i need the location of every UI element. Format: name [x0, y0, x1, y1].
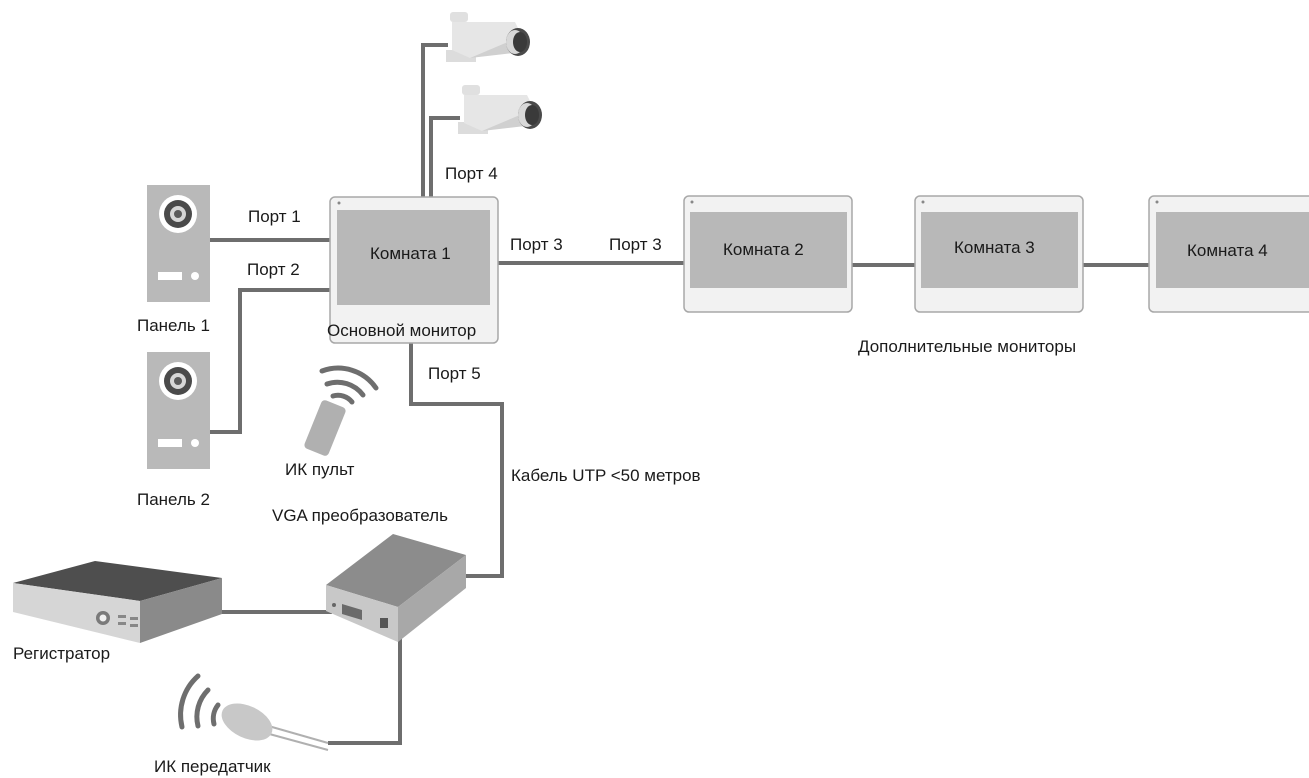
vga-converter-label: VGA преобразователь [272, 506, 448, 525]
camera-2 [458, 85, 542, 134]
port1-label: Порт 1 [248, 207, 301, 226]
port2-label: Порт 2 [247, 260, 300, 279]
wire-camera1 [421, 43, 448, 199]
ir-transmitter-label: ИК передатчик [154, 757, 271, 776]
monitor-room4-frame [1148, 195, 1309, 313]
dvr-recorder [13, 561, 222, 643]
port5-label: Порт 5 [428, 364, 481, 383]
camera-1 [446, 12, 530, 62]
port4-label: Порт 4 [445, 164, 498, 183]
recorder-label: Регистратор [13, 644, 111, 663]
cable-label: Кабель UTP <50 метров [511, 466, 701, 485]
wire-port5-cable [409, 341, 504, 578]
ir-remote-label: ИК пульт [285, 460, 355, 479]
panel2-label: Панель 2 [137, 490, 210, 509]
door-panel-2 [147, 352, 210, 469]
wires [203, 43, 1152, 745]
monitor-room4-label: Комната 4 [1187, 241, 1268, 260]
monitor-room2-frame [683, 195, 853, 313]
monitor-main-frame [329, 196, 499, 344]
wire-camera2 [429, 116, 460, 199]
door-panel-1 [147, 185, 210, 302]
monitor-room3-frame [914, 195, 1084, 313]
wire-vga-irtx [328, 638, 402, 745]
ir-transmitter [178, 673, 329, 751]
panel1-label: Панель 1 [137, 316, 210, 335]
vga-converter [326, 534, 466, 642]
port3-main-label: Порт 3 [510, 235, 563, 254]
port3-room2-label: Порт 3 [609, 235, 662, 254]
ir-remote [304, 365, 379, 456]
wire-panel2-port2 [208, 288, 332, 434]
monitor-main-label: Комната 1 [370, 244, 451, 263]
monitor-room2-label: Комната 2 [723, 240, 804, 259]
monitor-room3-label: Комната 3 [954, 238, 1035, 257]
main-monitor-label: Основной монитор [327, 321, 477, 340]
extra-monitors-label: Дополнительные мониторы [858, 337, 1077, 356]
